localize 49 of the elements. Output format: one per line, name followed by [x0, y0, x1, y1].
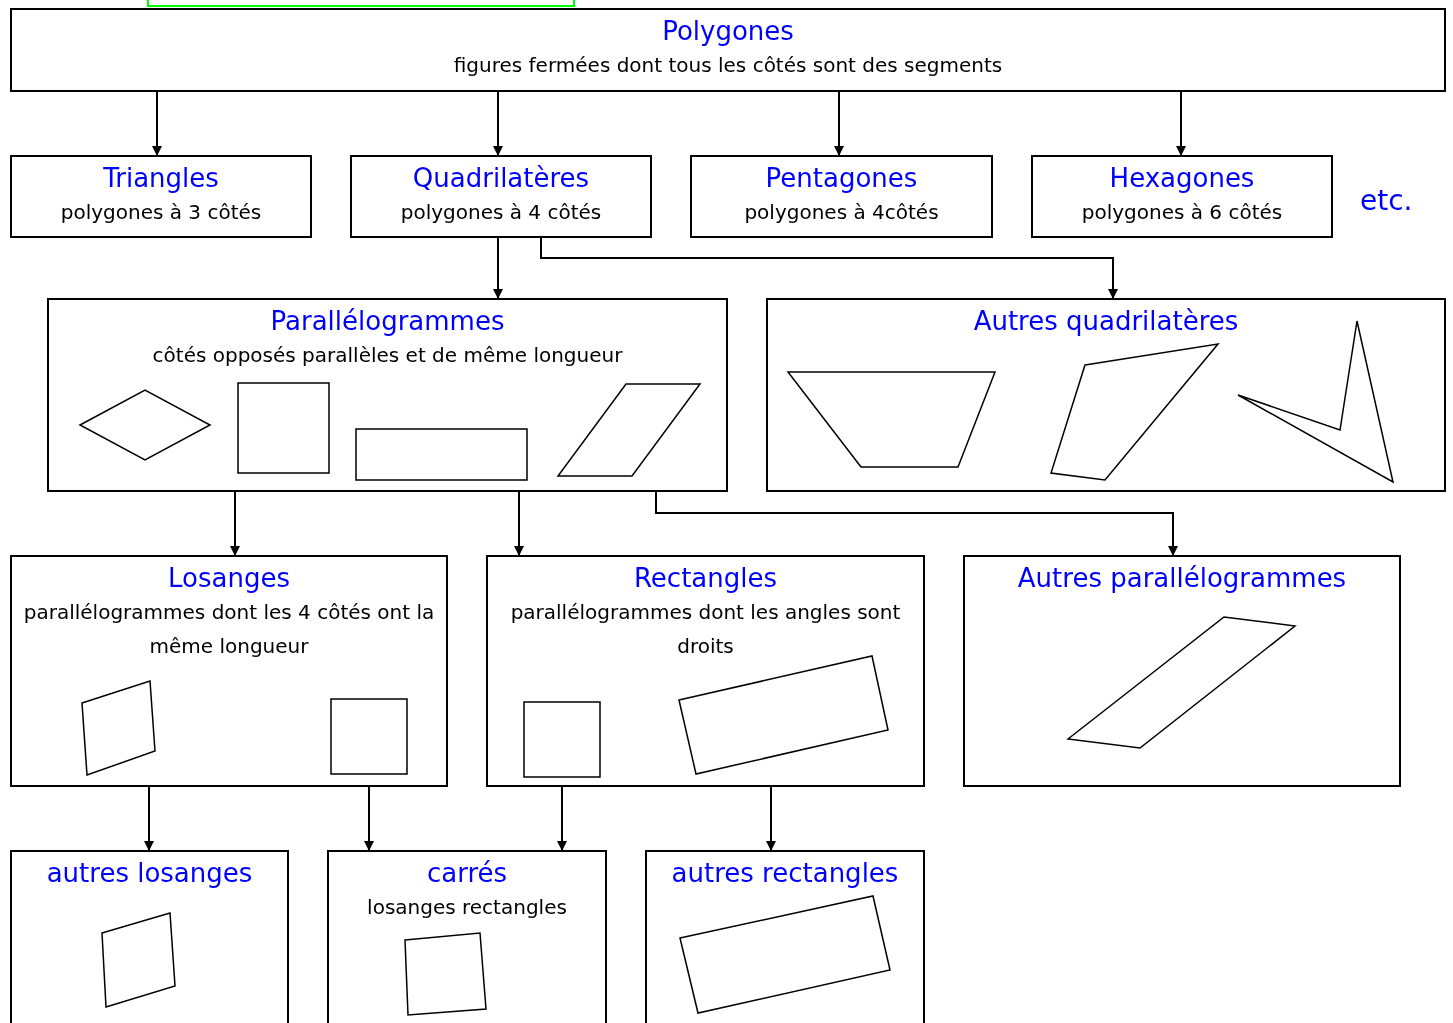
category-definition: côtés opposés parallèles et de même longueur [152, 342, 623, 369]
category-box [350, 155, 652, 238]
category-title: Autres parallélogrammes [1017, 562, 1347, 595]
category-title: Quadrilatères [412, 162, 590, 195]
category-box [486, 555, 925, 787]
arrow [1176, 91, 1186, 156]
arrow [540, 237, 1118, 299]
category-title: carrés [426, 857, 508, 890]
category-box [10, 555, 448, 787]
category-title: Pentagones [765, 162, 918, 195]
category-box [10, 850, 289, 1023]
category-box [10, 8, 1446, 92]
arrow [557, 786, 567, 851]
category-box [766, 298, 1446, 492]
category-box [327, 850, 607, 1023]
arrow [152, 91, 162, 156]
category-definition: parallélogrammes dont les angles sont droits [509, 599, 902, 660]
category-definition: parallélogrammes dont les 4 côtés ont la même longueur [22, 599, 436, 660]
category-title: Parallélogrammes [270, 305, 505, 338]
arrow [514, 491, 524, 556]
category-definition: polygones à 6 côtés [1081, 199, 1283, 226]
category-title: Hexagones [1109, 162, 1255, 195]
arrow [655, 491, 1178, 556]
category-title: Polygones [662, 15, 794, 48]
category-box [47, 298, 728, 492]
arrow [766, 786, 776, 851]
category-definition: polygones à 3 côtés [60, 199, 262, 226]
category-box [963, 555, 1401, 787]
category-title: Triangles [103, 162, 219, 195]
category-box [690, 155, 993, 238]
category-definition: figures fermées dont tous les côtés sont des segments [453, 52, 1003, 79]
category-definition: losanges rectangles [367, 894, 567, 921]
arrow [364, 786, 374, 851]
category-title: autres rectangles [671, 857, 899, 890]
etc-label: etc. [1360, 183, 1413, 219]
category-box [1031, 155, 1333, 238]
category-title: Rectangles [633, 562, 778, 595]
category-box [645, 850, 925, 1023]
category-title: Autres quadrilatères [973, 305, 1239, 338]
arrow [230, 491, 240, 556]
arrow [834, 91, 844, 156]
arrow [493, 237, 503, 299]
arrow [493, 91, 503, 156]
category-box [10, 155, 312, 238]
category-definition: polygones à 4côtés [744, 199, 939, 226]
category-title: autres losanges [46, 857, 253, 890]
category-title: Losanges [168, 562, 290, 595]
category-definition: polygones à 4 côtés [400, 199, 602, 226]
arrow [144, 786, 154, 851]
